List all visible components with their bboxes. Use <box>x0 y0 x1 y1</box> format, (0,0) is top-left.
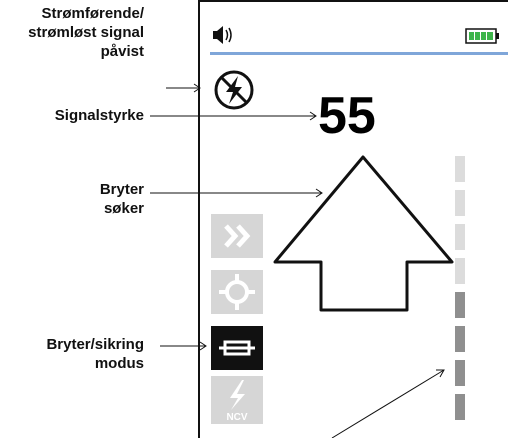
meter-segment <box>455 292 465 318</box>
device-screen <box>198 0 508 438</box>
mode-button-breaker-fuse[interactable] <box>211 326 263 370</box>
speaker-icon <box>213 26 232 44</box>
meter-segment <box>455 190 465 216</box>
header-divider <box>210 52 508 55</box>
mode-button-ncv[interactable]: NCV <box>211 376 263 424</box>
callout-breaker-finder: Bryter søker <box>99 181 144 217</box>
signal-meter <box>455 156 465 420</box>
mode-button-breaker-finder[interactable] <box>211 214 263 258</box>
meter-segment <box>455 326 465 352</box>
meter-segment <box>455 224 465 250</box>
mode-button-target[interactable] <box>211 270 263 314</box>
callout-signal-strength: Signalstyrke <box>54 107 144 124</box>
callout-breaker-fuse-mode: Bryter/sikring modus <box>46 336 144 372</box>
ncv-label: NCV <box>226 412 247 423</box>
meter-segment <box>455 258 465 284</box>
meter-segment <box>455 394 465 420</box>
lightning-icon: NCV <box>226 380 248 423</box>
double-chevron-icon <box>224 224 251 248</box>
direction-arrow <box>273 155 454 312</box>
no-voltage-icon <box>214 70 254 110</box>
leader-meter <box>331 369 445 438</box>
callout-signal-detected: Strømførende/ strømløst signal påvist <box>28 5 144 60</box>
meter-segment <box>455 156 465 182</box>
signal-strength-value: 55 <box>318 87 376 145</box>
battery-icon <box>465 28 499 44</box>
fuse-icon <box>219 340 255 356</box>
crosshair-icon <box>219 274 255 310</box>
meter-segment <box>455 360 465 386</box>
